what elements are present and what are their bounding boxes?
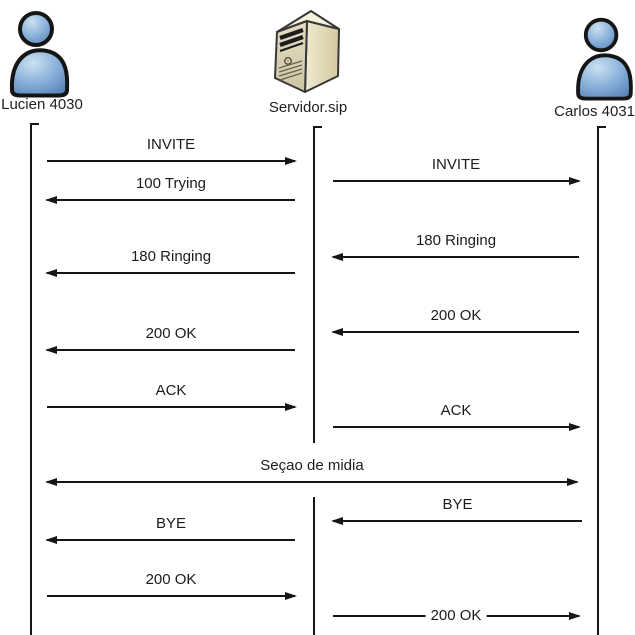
message-invite-lucien-servidor: INVITE [46,135,297,165]
arrow-right [332,422,581,431]
arrow-left [45,268,296,277]
message-180-ringing-servidor-lucien: 180 Ringing [45,247,296,277]
actor-label-servidor: Servidor.sip [268,99,348,116]
actor-servidor [268,4,346,96]
arrow-right [332,176,581,185]
message-200-ok-servidor-lucien: 200 OK [45,324,296,354]
arrow-left [45,195,296,204]
message-200-ok-servidor-carlos: 200 OK [332,606,581,626]
message-label: 200 OK [145,571,197,588]
message-bye-servidor-lucien: BYE [45,514,296,544]
message-label: 200 OK [430,307,482,324]
actor-lucien [6,6,70,98]
arrow-left [45,535,296,544]
message-label: INVITE [431,156,481,173]
message-label: BYE [155,515,186,532]
message-label: 180 Ringing [130,248,212,265]
message-label: ACK [440,402,472,419]
arrow-left [45,345,296,354]
arrow-left [331,516,583,525]
message-invite-servidor-carlos: INVITE [332,155,581,185]
person-icon [9,11,70,98]
message-ack-lucien-servidor: ACK [46,381,297,411]
message-label: INVITE [146,136,196,153]
message-200-ok-carlos-servidor: 200 OK [331,306,580,336]
message-bye-carlos-servidor: BYE [331,495,583,525]
message-ack-servidor-carlos: ACK [332,401,581,431]
actor-carlos [571,13,635,101]
message-label: 100 Trying [135,175,207,192]
lifeline-carlos [597,126,606,635]
message-label: Seçao de midia [260,457,364,474]
lifeline-servidor-upper [313,126,322,443]
actor-label-lucien: Lucien 4030 [1,96,83,113]
message-180-ringing-carlos-servidor: 180 Ringing [331,231,580,261]
message-label: BYE [442,496,473,513]
message-media-session-lucien-carlos: Seçao de midia [45,456,579,486]
person-icon [576,17,633,101]
message-label: ACK [155,382,187,399]
arrow-both [45,477,579,486]
arrow-right [46,156,297,165]
actor-label-carlos: Carlos 4031 [554,103,635,120]
arrow-left [331,252,580,261]
lifeline-servidor-lower [313,497,315,635]
lifeline-lucien [30,123,39,635]
arrow-right [46,402,297,411]
message-100-trying-servidor-lucien: 100 Trying [45,174,296,204]
arrow-right [46,591,297,600]
message-200-ok-lucien-servidor: 200 OK [46,570,297,600]
server-icon [274,10,340,93]
arrow-left [331,327,580,336]
message-label: 180 Ringing [415,232,497,249]
message-label: 200 OK [425,606,487,626]
message-label: 200 OK [145,325,197,342]
